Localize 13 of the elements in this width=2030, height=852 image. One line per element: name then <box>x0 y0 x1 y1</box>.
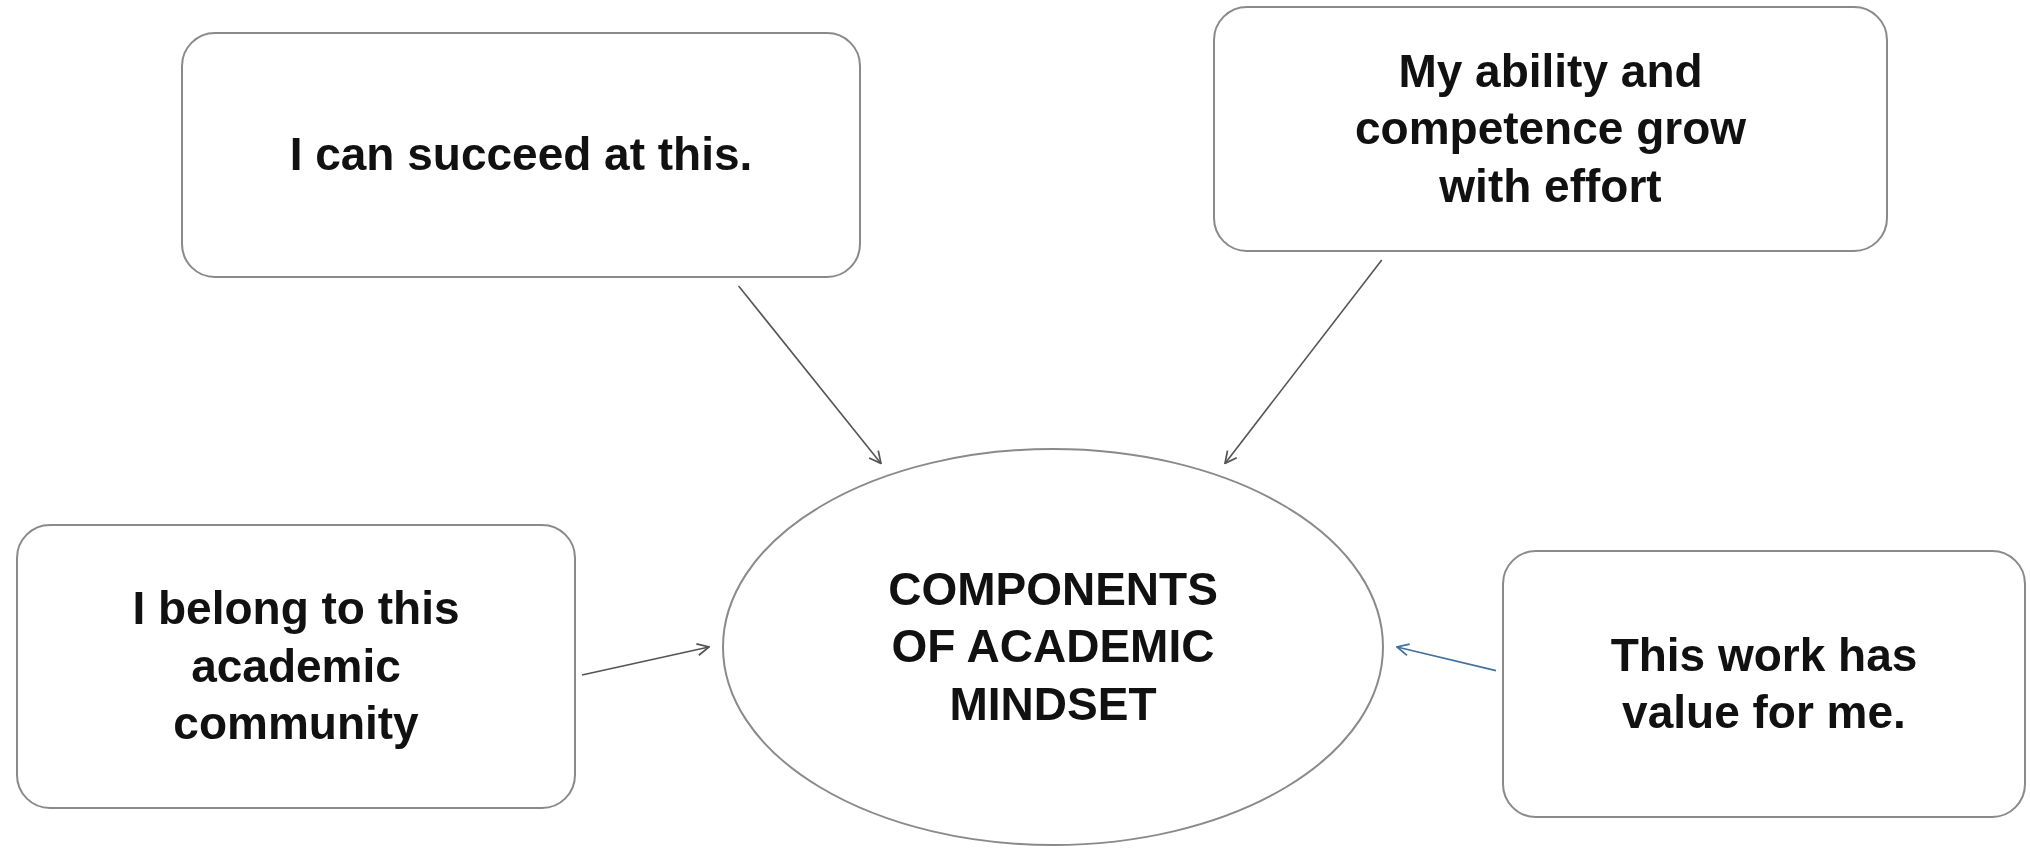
arrow <box>737 285 882 465</box>
node-text: This work has value for me. <box>1609 627 1919 740</box>
node-text: I belong to this academic community <box>131 581 461 752</box>
arrow <box>581 642 710 676</box>
rounded-box <box>1213 6 1888 252</box>
rounded-box <box>16 524 576 809</box>
node-text: COMPONENTS OF ACADEMIC MINDSET <box>887 561 1219 732</box>
node-text: My ability and competence grow with effort <box>1353 43 1748 214</box>
rounded-box <box>181 32 861 278</box>
arrow <box>1396 643 1497 672</box>
rounded-box <box>1502 550 2026 818</box>
arrow <box>1224 259 1383 465</box>
node-text: I can succeed at this. <box>288 127 754 183</box>
